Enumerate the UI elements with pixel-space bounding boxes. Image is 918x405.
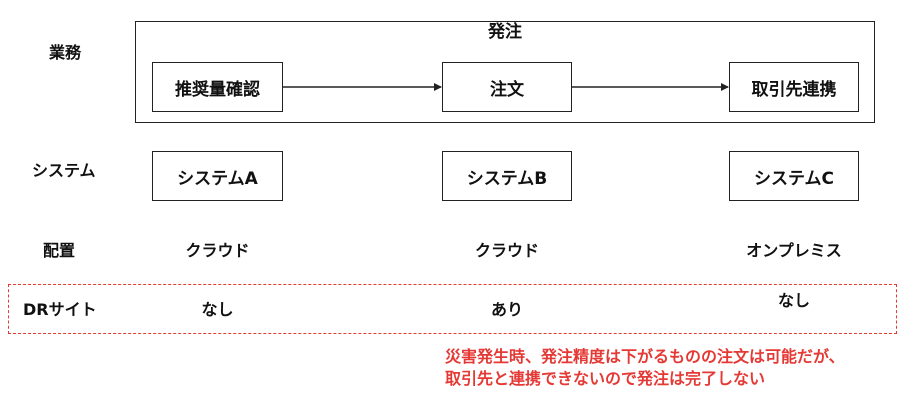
- process-step-supplier-link: 取引先連携: [729, 62, 859, 112]
- dr-site-highlight-frame: [8, 284, 897, 334]
- placement-system-c: オンプレミス: [746, 241, 842, 260]
- note-line-1: 災害発生時、発注精度は下がるものの注文は可能だが、: [445, 347, 845, 366]
- system-c-box: システムC: [729, 151, 859, 201]
- system-a-box: システムA: [152, 151, 283, 201]
- process-step-order: 注文: [442, 62, 572, 112]
- placement-system-a: クラウド: [185, 241, 250, 260]
- process-step-recommendation-check: 推奨量確認: [152, 62, 283, 112]
- ordering-frame-title: 発注: [488, 22, 522, 42]
- system-b-box: システムB: [442, 151, 572, 201]
- placement-system-b: クラウド: [474, 241, 539, 260]
- row-label-placement: 配置: [43, 241, 76, 260]
- dr-site-system-b: あり: [490, 300, 523, 319]
- row-label-business: 業務: [49, 43, 82, 62]
- ordering-process-frame: [135, 21, 875, 123]
- row-label-dr-site: DRサイト: [23, 300, 97, 319]
- dr-site-system-a: なし: [201, 300, 234, 319]
- row-label-system: システム: [32, 161, 96, 180]
- note-line-2: 取引先と連携できないので発注は完了しない: [445, 369, 766, 388]
- dr-site-system-c: なし: [777, 291, 810, 310]
- disaster-impact-note: 災害発生時、発注精度は下がるものの注文は可能だが、 取引先と連携できないので発注…: [445, 346, 905, 390]
